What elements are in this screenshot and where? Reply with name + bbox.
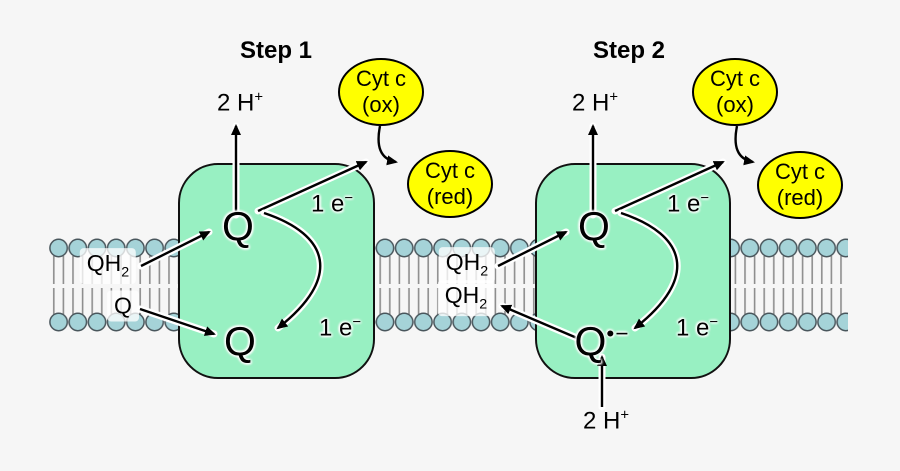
- cytc-label: Cyt c: [774, 158, 826, 184]
- cytc-label: Cyt c: [709, 65, 761, 91]
- cytc-red-step1: Cyt c (red): [407, 150, 493, 218]
- cytc-state: (red): [776, 185, 824, 210]
- cytc-label: Cyt c: [355, 65, 407, 91]
- q-semiquinone-step2: Q•−: [574, 318, 630, 365]
- qh2-label-left: QH2: [79, 248, 137, 284]
- qh2-label-center-top: QH2: [438, 247, 496, 283]
- q-top-step2: Q: [578, 203, 610, 250]
- cytc-state: (red): [426, 184, 474, 209]
- cytc-red-step2: Cyt c (red): [757, 151, 843, 219]
- electron-label-top-step2: 1 e−: [666, 190, 710, 218]
- cytc-label: Cyt c: [424, 157, 476, 183]
- q-top-step1: Q: [222, 203, 254, 250]
- qh2-label-center-bottom: QH2: [437, 280, 495, 316]
- cytc-ox-step1: Cyt c (ox): [338, 58, 424, 126]
- cytc-state: (ox): [362, 92, 400, 117]
- proton-label-step2: 2 H+: [571, 89, 619, 117]
- q-bottom-step1: Q: [224, 318, 256, 365]
- step2-title: Step 2: [592, 37, 666, 64]
- q-label-left: Q: [107, 290, 139, 322]
- step1-title: Step 1: [239, 37, 313, 64]
- proton-label-step1: 2 H+: [216, 89, 264, 117]
- cytc-ox-step2: Cyt c (ox): [692, 58, 778, 126]
- cytc-state: (ox): [716, 92, 754, 117]
- electron-label-bottom-step2: 1 e−: [675, 314, 719, 342]
- electron-label-top-step1: 1 e−: [310, 190, 354, 218]
- electron-label-bottom-step1: 1 e−: [318, 314, 362, 342]
- proton-uptake-label-step2: 2 H+: [582, 407, 630, 435]
